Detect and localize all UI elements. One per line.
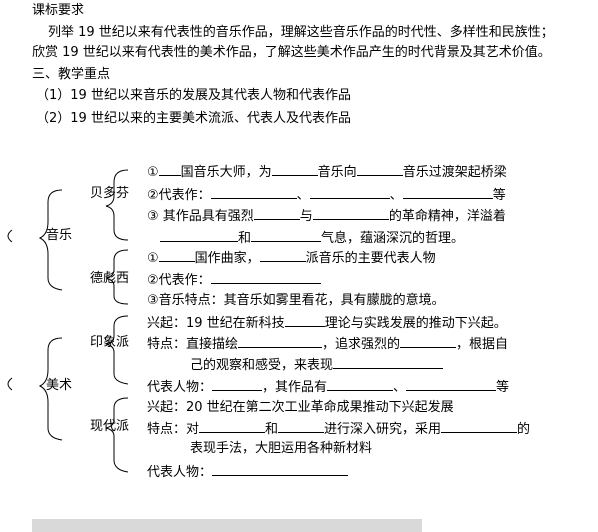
footer-gray-bar xyxy=(32,519,422,532)
debussy-name: 德彪西 xyxy=(90,271,130,286)
impressionism-name: 印象派 xyxy=(90,335,130,350)
beethoven-name: 贝多芬 xyxy=(90,186,130,201)
impressionism-brace xyxy=(105,315,129,385)
impressionism-line-1: 兴起：19 世纪在新科技理论与实践发展的推动下兴起。 xyxy=(147,316,507,331)
requirement-art: 欣赏 19 世纪以来有代表性的美术作品，了解这些美术作品产生的时代背景及其艺术价… xyxy=(32,45,551,60)
beethoven-line-3: ③ 其作品具有强烈与的革命精神，洋溢着 xyxy=(147,209,506,224)
modernism-name: 现代派 xyxy=(90,419,130,434)
debussy-line-2: ②代表作： xyxy=(147,271,321,289)
beethoven-line-2: ②代表作：、、等 xyxy=(147,188,506,203)
modernism-line-2: 特点：对和进行深入研究，采用的 xyxy=(147,422,531,437)
art-brace xyxy=(38,337,63,441)
heading-section-3: 三、教学重点 xyxy=(32,67,111,82)
outline-braces xyxy=(7,169,129,473)
modernism-line-3: 表现手法，大胆运用各种新材料 xyxy=(190,441,373,456)
key-point-1: （1）19 世纪以来音乐的发展及其代表人物和代表作品 xyxy=(36,88,351,103)
debussy-line-3: ③音乐特点：其音乐如雾里看花，具有朦胧的意境。 xyxy=(147,293,445,308)
impressionism-line-3: 己的观察和感受，来表现 xyxy=(190,356,444,374)
debussy-brace xyxy=(105,249,129,305)
outer-brace-music xyxy=(7,229,13,243)
outer-brace-art xyxy=(7,377,13,391)
modernism-line-4: 代表人物： xyxy=(147,463,349,481)
beethoven-line-4: 和气息，蕴涵深沉的哲理。 xyxy=(160,229,464,247)
modernism-brace xyxy=(105,397,129,473)
impressionism-line-4: 代表人物：，其作品有、等 xyxy=(147,380,510,395)
beethoven-brace xyxy=(105,169,129,241)
art-label: 美术 xyxy=(46,378,73,393)
requirement-music: 列举 19 世纪以来有代表性的音乐作品，理解这些音乐作品的时代性、多样性和民族性… xyxy=(48,25,554,40)
music-label: 音乐 xyxy=(46,228,73,243)
modernism-line-1: 兴起：20 世纪在第二次工业革命成果推动下兴起发展 xyxy=(147,400,454,415)
heading-kebiao: 课标要求 xyxy=(32,3,85,18)
key-point-2: （2）19 世纪以来的主要美术流派、代表人及代表作品 xyxy=(36,111,351,126)
music-brace xyxy=(38,189,63,291)
impressionism-line-2: 特点：直接描绘，追求强烈的，根据自 xyxy=(147,337,509,352)
